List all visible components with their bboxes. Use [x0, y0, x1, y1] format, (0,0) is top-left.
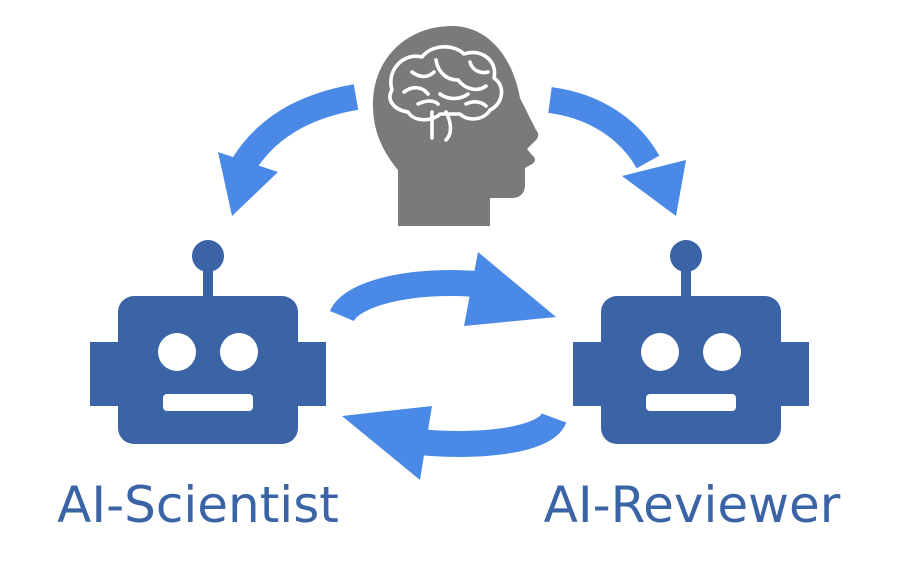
exchange-arrow-to-scientist: [342, 406, 567, 480]
ear-left: [573, 342, 603, 406]
mouth: [646, 394, 736, 411]
head-silhouette: [372, 26, 539, 226]
eye-right: [703, 333, 741, 371]
ear-right: [779, 342, 809, 406]
eye-right: [220, 333, 258, 371]
mouth: [163, 394, 253, 411]
ear-right: [296, 342, 326, 406]
robot-head: [601, 296, 781, 444]
ai-reviewer-label: AI-Reviewer: [544, 476, 841, 534]
robot-head: [118, 296, 298, 444]
antenna-stem: [203, 256, 213, 301]
eye-left: [158, 333, 196, 371]
ai-reviewer-robot-icon: [573, 240, 809, 444]
ear-left: [90, 342, 120, 406]
human-head-brain-icon: [372, 26, 539, 226]
feedback-arrow-to-scientist: [218, 84, 359, 216]
ai-scientist-robot-icon: [90, 240, 326, 444]
brain-icon: [388, 45, 504, 142]
feedback-arrow-to-reviewer: [548, 87, 686, 216]
antenna-stem: [681, 256, 691, 301]
exchange-arrow-to-reviewer: [330, 252, 556, 326]
eye-left: [641, 333, 679, 371]
ai-scientist-label: AI-Scientist: [57, 476, 339, 534]
